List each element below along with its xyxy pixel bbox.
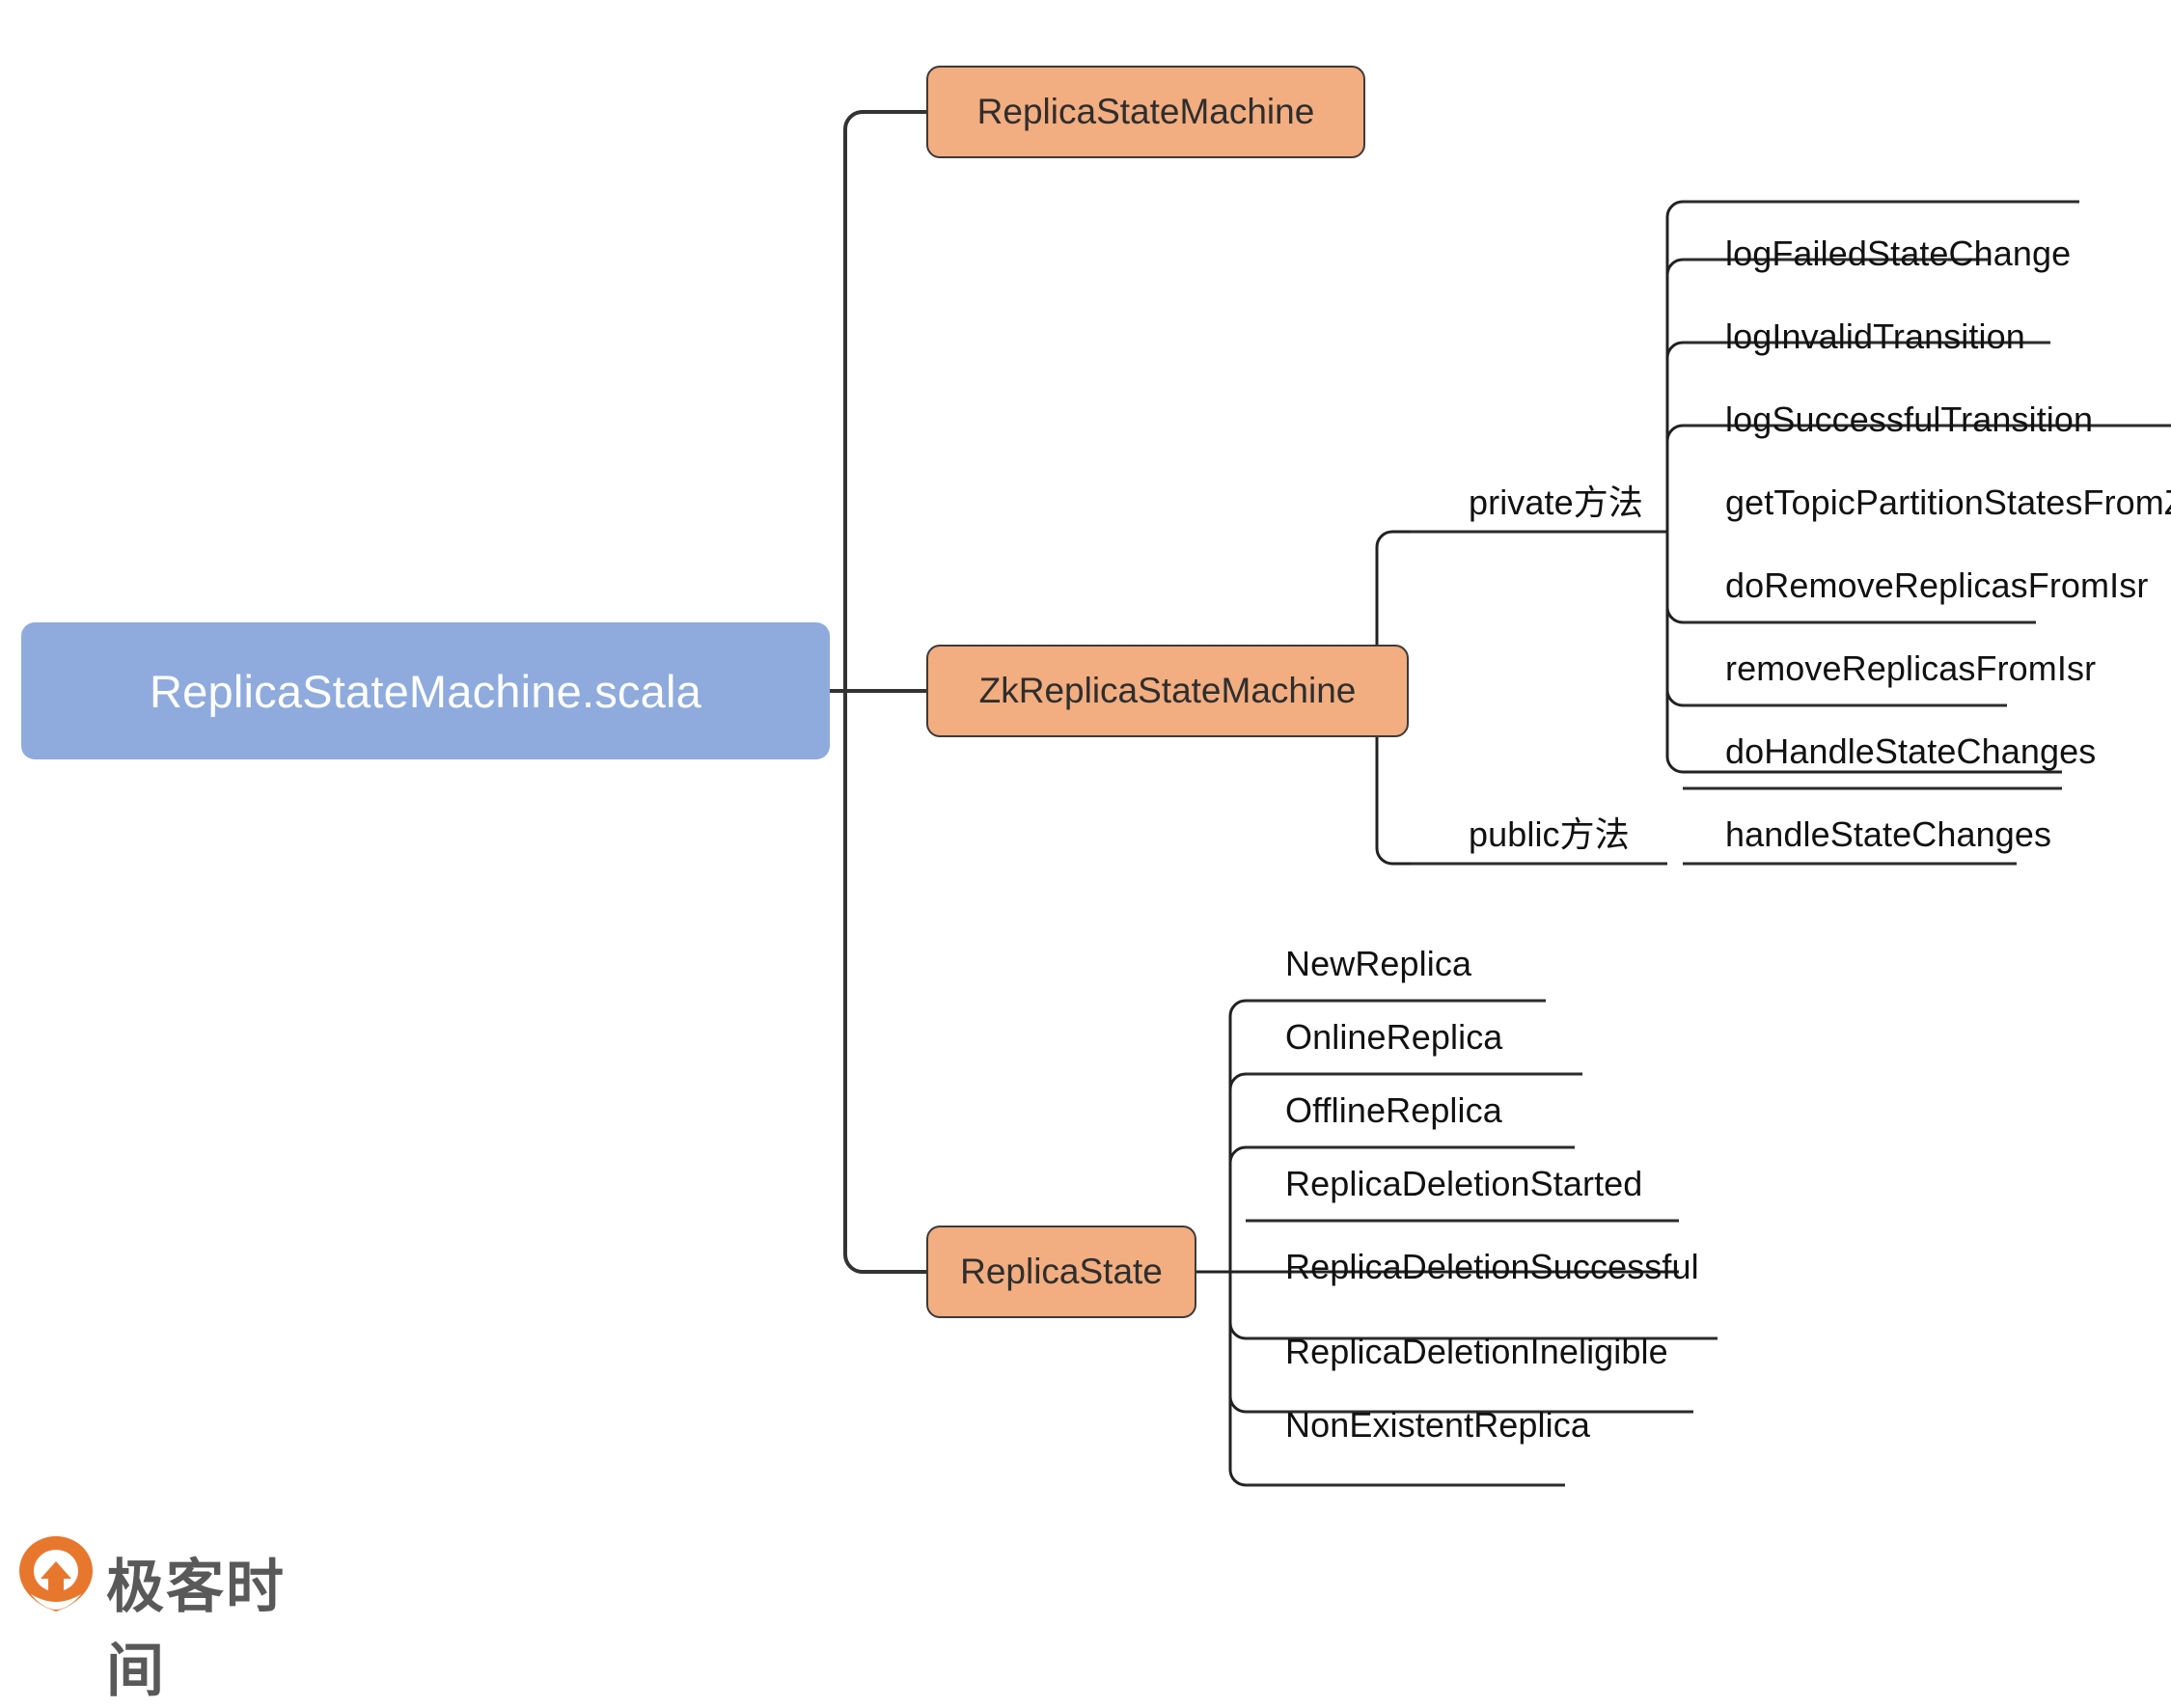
geektime-logo: 极客时间 xyxy=(17,1530,307,1705)
branch-node-replicastate[interactable]: ReplicaState xyxy=(926,1226,1196,1318)
branch-node-replicastatemachine[interactable]: ReplicaStateMachine xyxy=(926,66,1365,158)
branch-node-zkreplicastatemachine[interactable]: ZkReplicaStateMachine xyxy=(926,645,1409,737)
leaf-doremovereplicasfromisr[interactable]: doRemoveReplicasFromIsr xyxy=(1725,565,2149,605)
leaf-replicadeletionineligible[interactable]: ReplicaDeletionIneligible xyxy=(1285,1332,1668,1371)
leaf-nonexistentreplica[interactable]: NonExistentReplica xyxy=(1285,1405,1590,1445)
leaf-onlinereplica[interactable]: OnlineReplica xyxy=(1285,1017,1503,1057)
connector-lines xyxy=(830,110,2171,1487)
leaf-offlinereplica[interactable]: OfflineReplica xyxy=(1285,1090,1502,1130)
group-label-public: public方法 xyxy=(1469,814,1630,854)
leaf-logfailedstatechange[interactable]: logFailedStateChange xyxy=(1725,234,2072,273)
leaf-replicadeletionstarted[interactable]: ReplicaDeletionStarted xyxy=(1285,1164,1643,1203)
geektime-mark-icon xyxy=(19,1536,93,1612)
leaf-logsuccessfultransition[interactable]: logSuccessfulTransition xyxy=(1725,399,2094,439)
leaf-gettopicpartitionstatesfromzk[interactable]: getTopicPartitionStatesFromZk xyxy=(1725,482,2171,522)
leaf-removereplicasfromisr[interactable]: removeReplicasFromIsr xyxy=(1725,648,2097,688)
root-node[interactable]: ReplicaStateMachine.scala xyxy=(21,622,830,759)
group-label-private: private方法 xyxy=(1469,482,1643,522)
leaf-newreplica[interactable]: NewReplica xyxy=(1285,944,1472,983)
leaf-loginvalidtransition[interactable]: logInvalidTransition xyxy=(1725,317,2025,356)
geektime-wordmark: 极客时间 xyxy=(106,1554,286,1705)
leaf-replicadeletionsuccessful[interactable]: ReplicaDeletionSuccessful xyxy=(1285,1247,1699,1286)
leaf-handlestatechanges[interactable]: handleStateChanges xyxy=(1725,814,2052,854)
mindmap-canvas: ReplicaStateMachine.scala ReplicaStateMa… xyxy=(17,66,2171,1705)
leaf-dohandlestatechanges[interactable]: doHandleStateChanges xyxy=(1725,731,2097,771)
